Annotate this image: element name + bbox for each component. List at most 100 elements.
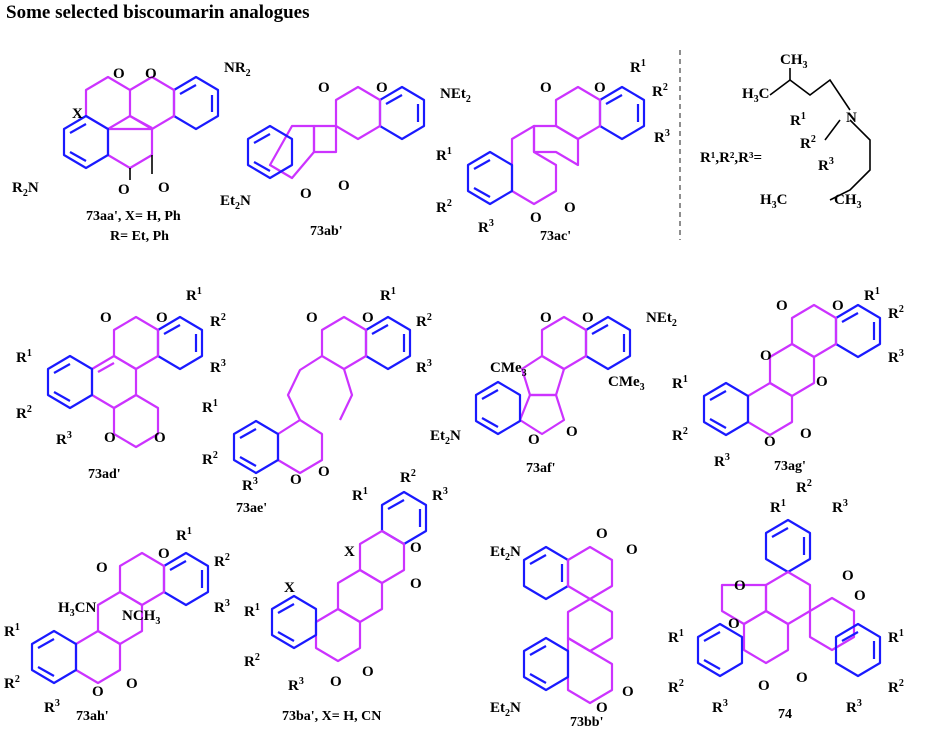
svg-text:O: O bbox=[760, 348, 772, 364]
svg-text:R1: R1 bbox=[668, 628, 684, 646]
svg-text:O: O bbox=[596, 700, 608, 716]
svg-text:R3: R3 bbox=[432, 486, 448, 504]
svg-text:R1: R1 bbox=[16, 348, 32, 366]
svg-text:R1: R1 bbox=[186, 286, 202, 304]
svg-text:O: O bbox=[113, 66, 125, 82]
svg-text:O: O bbox=[96, 560, 108, 576]
svg-text:CMe3: CMe3 bbox=[490, 360, 527, 379]
svg-text:O: O bbox=[540, 80, 552, 96]
svg-text:R3: R3 bbox=[846, 698, 862, 716]
svg-text:H3C: H3C bbox=[742, 86, 770, 105]
compound-73af: O O NEt2 CMe3 CMe3 Et2N O O 73af' bbox=[430, 310, 677, 476]
svg-text:O: O bbox=[776, 298, 788, 314]
label-73af: 73af' bbox=[526, 461, 556, 476]
svg-text:Et2N: Et2N bbox=[490, 700, 521, 719]
svg-text:R3: R3 bbox=[44, 698, 60, 716]
svg-text:O: O bbox=[100, 310, 112, 326]
svg-text:O: O bbox=[410, 540, 422, 556]
svg-text:O: O bbox=[300, 186, 312, 202]
svg-text:O: O bbox=[306, 310, 318, 326]
label-73ba: 73ba', X= H, CN bbox=[282, 709, 381, 724]
svg-text:O: O bbox=[158, 546, 170, 562]
svg-text:O: O bbox=[118, 182, 130, 198]
svg-text:Et2N: Et2N bbox=[220, 193, 251, 212]
compound-73ad: O O R1 R2 R3 R1 R2 R3 O O 73ad' bbox=[16, 286, 226, 482]
svg-text:O: O bbox=[816, 374, 828, 390]
svg-text:R1: R1 bbox=[790, 111, 806, 129]
svg-text:R3: R3 bbox=[56, 430, 72, 448]
svg-text:O: O bbox=[362, 664, 374, 680]
svg-text:O: O bbox=[566, 424, 578, 440]
svg-text:R3: R3 bbox=[818, 156, 834, 174]
svg-text:R2: R2 bbox=[436, 198, 452, 216]
svg-text:R1: R1 bbox=[4, 622, 20, 640]
compound-73ah: O O R1 R2 R3 H3CN NCH3 R1 R2 R3 O O 73ah… bbox=[4, 526, 230, 724]
svg-text:O: O bbox=[126, 676, 138, 692]
label-73ae: 73ae' bbox=[236, 501, 267, 516]
svg-text:Et2N: Et2N bbox=[490, 544, 521, 563]
compound-74: R1 R2 R3 O O O O R1 R2 R3 R1 R2 R3 O O 7… bbox=[668, 478, 904, 722]
substituent-label: R¹,R²,R³= bbox=[700, 150, 762, 166]
svg-text:O: O bbox=[832, 298, 844, 314]
svg-text:O: O bbox=[842, 568, 854, 584]
svg-text:H3CN: H3CN bbox=[58, 600, 97, 619]
svg-text:R2: R2 bbox=[416, 312, 432, 330]
svg-text:O: O bbox=[854, 588, 866, 604]
svg-text:O: O bbox=[734, 578, 746, 594]
svg-text:R2: R2 bbox=[652, 82, 668, 100]
svg-text:O: O bbox=[540, 310, 552, 326]
svg-text:R2N: R2N bbox=[12, 180, 39, 199]
svg-text:R2: R2 bbox=[16, 404, 32, 422]
svg-text:R1: R1 bbox=[176, 526, 192, 544]
svg-text:R2: R2 bbox=[888, 304, 904, 322]
compound-73bb: Et2N O O Et2N O O 73bb' bbox=[490, 526, 638, 730]
svg-text:R2: R2 bbox=[210, 312, 226, 330]
svg-text:O: O bbox=[626, 542, 638, 558]
svg-text:H3C: H3C bbox=[760, 192, 788, 211]
label-73aa-r: R= Et, Ph bbox=[110, 229, 169, 244]
svg-text:R3: R3 bbox=[888, 348, 904, 366]
svg-text:R3: R3 bbox=[712, 698, 728, 716]
svg-text:O: O bbox=[582, 310, 594, 326]
svg-text:O: O bbox=[318, 464, 330, 480]
label-73ag: 73ag' bbox=[774, 459, 806, 474]
svg-text:R3: R3 bbox=[214, 598, 230, 616]
label-73aa: 73aa', X= H, Ph bbox=[86, 209, 181, 224]
label-73bb: 73bb' bbox=[570, 715, 603, 730]
svg-text:X: X bbox=[72, 106, 83, 122]
svg-text:O: O bbox=[764, 434, 776, 450]
svg-text:CMe3: CMe3 bbox=[608, 374, 645, 393]
compound-73ag: O O O O R1 R2 R3 R1 R2 R3 O O 73ag' bbox=[672, 286, 904, 474]
svg-text:R2: R2 bbox=[244, 652, 260, 670]
svg-text:R3: R3 bbox=[210, 358, 226, 376]
svg-text:R2: R2 bbox=[214, 552, 230, 570]
svg-text:O: O bbox=[156, 310, 168, 326]
svg-text:CH3: CH3 bbox=[780, 52, 808, 71]
label-73ad: 73ad' bbox=[88, 467, 121, 482]
svg-text:R1: R1 bbox=[380, 286, 396, 304]
svg-text:R1: R1 bbox=[770, 498, 786, 516]
svg-text:R3: R3 bbox=[714, 452, 730, 470]
svg-text:O: O bbox=[800, 426, 812, 442]
svg-text:R3: R3 bbox=[832, 498, 848, 516]
svg-text:R3: R3 bbox=[242, 476, 258, 494]
svg-text:O: O bbox=[622, 684, 634, 700]
svg-text:R2: R2 bbox=[800, 134, 816, 152]
svg-text:R2: R2 bbox=[4, 674, 20, 692]
svg-text:O: O bbox=[376, 80, 388, 96]
svg-text:O: O bbox=[154, 430, 166, 446]
svg-text:R2: R2 bbox=[888, 678, 904, 696]
svg-text:R2: R2 bbox=[400, 468, 416, 486]
svg-text:NR2: NR2 bbox=[224, 60, 251, 79]
svg-text:X: X bbox=[344, 544, 355, 560]
svg-text:O: O bbox=[594, 80, 606, 96]
svg-text:NEt2: NEt2 bbox=[646, 310, 677, 329]
compound-73aa: O O NR2 X R2N O O 73aa', X= H, Ph R= Et,… bbox=[12, 60, 251, 244]
svg-text:NEt2: NEt2 bbox=[440, 86, 471, 105]
svg-text:R3: R3 bbox=[288, 676, 304, 694]
svg-text:Et2N: Et2N bbox=[430, 428, 461, 447]
svg-text:O: O bbox=[596, 526, 608, 542]
svg-text:O: O bbox=[362, 310, 374, 326]
svg-text:O: O bbox=[145, 66, 157, 82]
